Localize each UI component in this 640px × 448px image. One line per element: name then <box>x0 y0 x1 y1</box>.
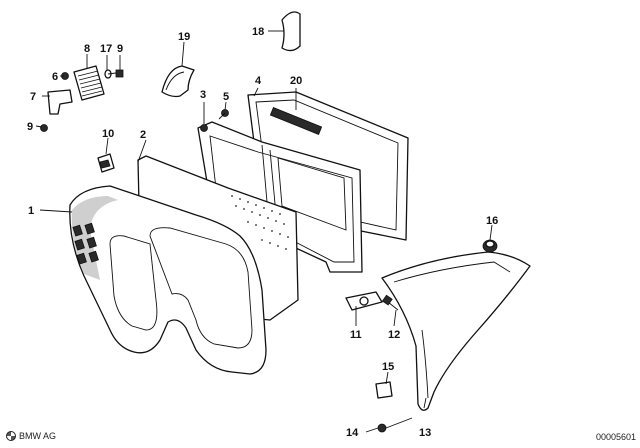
callout-15: 15 <box>382 361 394 373</box>
part-11-bracket[interactable] <box>345 291 383 311</box>
part-12-screw[interactable] <box>381 294 399 311</box>
callout-13: 13 <box>419 427 431 439</box>
callout-12: 12 <box>388 329 400 341</box>
diagram-number: 00005601 <box>595 432 636 442</box>
callout-19: 19 <box>178 31 190 43</box>
part-10-clip-nut[interactable] <box>97 153 115 173</box>
part-19-retaining-bracket[interactable] <box>161 65 195 98</box>
callout-10: 10 <box>102 128 114 140</box>
part-14-screw[interactable] <box>377 417 413 433</box>
part-15-clip[interactable] <box>375 381 393 399</box>
grille-perforation <box>231 195 289 250</box>
callout-5: 5 <box>223 91 229 103</box>
callout-11: 11 <box>350 329 362 341</box>
part-9-screw-bottom[interactable] <box>40 124 48 132</box>
grille-insert-mesh <box>77 70 103 97</box>
part-3-screw[interactable] <box>200 124 208 132</box>
part-5-screw[interactable] <box>218 109 229 120</box>
callout-8: 8 <box>84 43 90 55</box>
callout-4: 4 <box>255 75 262 87</box>
callout-20: 20 <box>290 75 302 87</box>
part-1-fairing-housing[interactable] <box>69 185 267 375</box>
part-8-grille-insert[interactable] <box>73 65 105 101</box>
callout-3: 3 <box>200 89 206 101</box>
callout-9-bottom: 9 <box>27 121 33 133</box>
callout-2: 2 <box>140 129 146 141</box>
callout-17: 17 <box>100 43 112 55</box>
callout-16: 16 <box>486 215 498 227</box>
part-18-rubber-pad[interactable] <box>281 11 301 52</box>
bmw-logo-icon <box>6 431 16 441</box>
callout-9-top: 9 <box>117 43 123 55</box>
callout-14: 14 <box>346 427 359 439</box>
brand-mark: BMW AG <box>6 431 56 441</box>
part-13-side-panel[interactable] <box>381 251 531 411</box>
part-16-grommet[interactable] <box>482 239 498 253</box>
part-9-screw-top[interactable] <box>107 69 124 78</box>
callout-labels: 1 2 3 4 5 6 7 8 9 9 10 11 12 13 14 15 16… <box>27 26 498 439</box>
callout-6: 6 <box>52 71 58 83</box>
callout-1: 1 <box>28 205 34 217</box>
part-7-mounting-bracket[interactable] <box>47 89 73 115</box>
callout-7: 7 <box>30 91 36 103</box>
brand-label: BMW AG <box>19 431 57 441</box>
callout-18: 18 <box>252 26 264 38</box>
leader-lines <box>35 30 493 433</box>
